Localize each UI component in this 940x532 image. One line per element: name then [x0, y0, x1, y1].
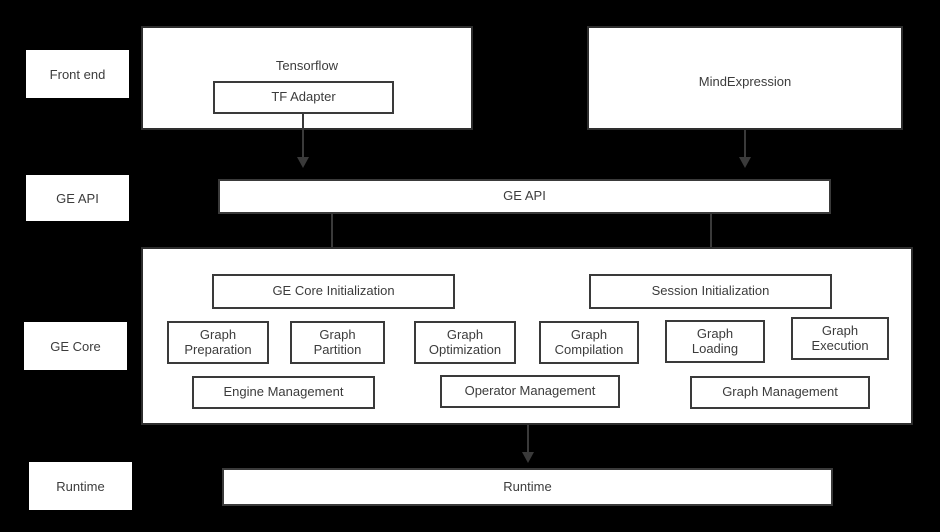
module-graph-preparation-label: Graph Preparation	[184, 326, 252, 357]
module-graph-partition[interactable]: Graph Partition	[290, 321, 385, 364]
mindexpression-container: MindExpression	[587, 26, 903, 130]
module-graph-compilation-label: Graph Compilation	[554, 326, 624, 357]
module-graph-compilation[interactable]: Graph Compilation	[539, 321, 639, 364]
module-graph-execution-label: Graph Execution	[811, 322, 869, 353]
ge-core-initialization-box[interactable]: GE Core Initialization	[212, 274, 455, 309]
layer-label-front-end: Front end	[26, 50, 129, 98]
manager-operator-management-label: Operator Management	[464, 383, 596, 399]
arrow-head-mindexpression-to-geapi	[739, 157, 751, 168]
manager-graph-management-label: Graph Management	[722, 384, 838, 400]
module-graph-loading-label: Graph Loading	[691, 325, 739, 356]
manager-engine-management-label: Engine Management	[223, 384, 344, 400]
module-graph-preparation[interactable]: Graph Preparation	[167, 321, 269, 364]
ge-core-initialization-label: GE Core Initialization	[272, 283, 395, 299]
module-graph-optimization-label: Graph Optimization	[428, 326, 502, 357]
runtime-bar[interactable]: Runtime	[222, 468, 833, 506]
arrow-line-mindexpression-to-geapi	[744, 130, 746, 161]
layer-label-ge-api-text: GE API	[56, 190, 99, 206]
session-initialization-box[interactable]: Session Initialization	[589, 274, 832, 309]
layer-label-ge-api: GE API	[26, 175, 129, 221]
module-graph-partition-label: Graph Partition	[313, 326, 362, 357]
layer-label-runtime-text: Runtime	[56, 478, 105, 494]
layer-label-ge-core: GE Core	[24, 322, 127, 370]
tf-adapter-box[interactable]: TF Adapter	[213, 81, 394, 114]
layer-label-front-end-text: Front end	[49, 66, 106, 82]
ge-api-bar-label: GE API	[503, 188, 546, 204]
tensorflow-title: Tensorflow	[275, 58, 339, 73]
tf-adapter-label: TF Adapter	[271, 89, 336, 105]
module-graph-loading[interactable]: Graph Loading	[665, 320, 765, 363]
arrow-head-gecore-to-runtime	[522, 452, 534, 463]
runtime-bar-label: Runtime	[503, 478, 552, 494]
tensorflow-container: Tensorflow	[141, 26, 473, 130]
arrow-line-geapi-to-sessioninit	[710, 214, 712, 261]
layer-label-ge-core-text: GE Core	[50, 338, 101, 354]
module-graph-optimization[interactable]: Graph Optimization	[414, 321, 516, 364]
module-graph-execution[interactable]: Graph Execution	[791, 317, 889, 360]
manager-graph-management[interactable]: Graph Management	[690, 376, 870, 409]
arrow-head-tfadapter-to-geapi	[297, 157, 309, 168]
arrow-line-tfadapter-to-geapi	[302, 114, 304, 161]
manager-operator-management[interactable]: Operator Management	[440, 375, 620, 408]
manager-engine-management[interactable]: Engine Management	[192, 376, 375, 409]
session-initialization-label: Session Initialization	[651, 283, 770, 299]
ge-api-bar[interactable]: GE API	[218, 179, 831, 214]
arrow-line-geapi-to-gecoreinit	[331, 214, 333, 261]
arrow-line-gecore-to-runtime	[527, 425, 529, 456]
mindexpression-title: MindExpression	[698, 74, 792, 89]
layer-label-runtime: Runtime	[29, 462, 132, 510]
